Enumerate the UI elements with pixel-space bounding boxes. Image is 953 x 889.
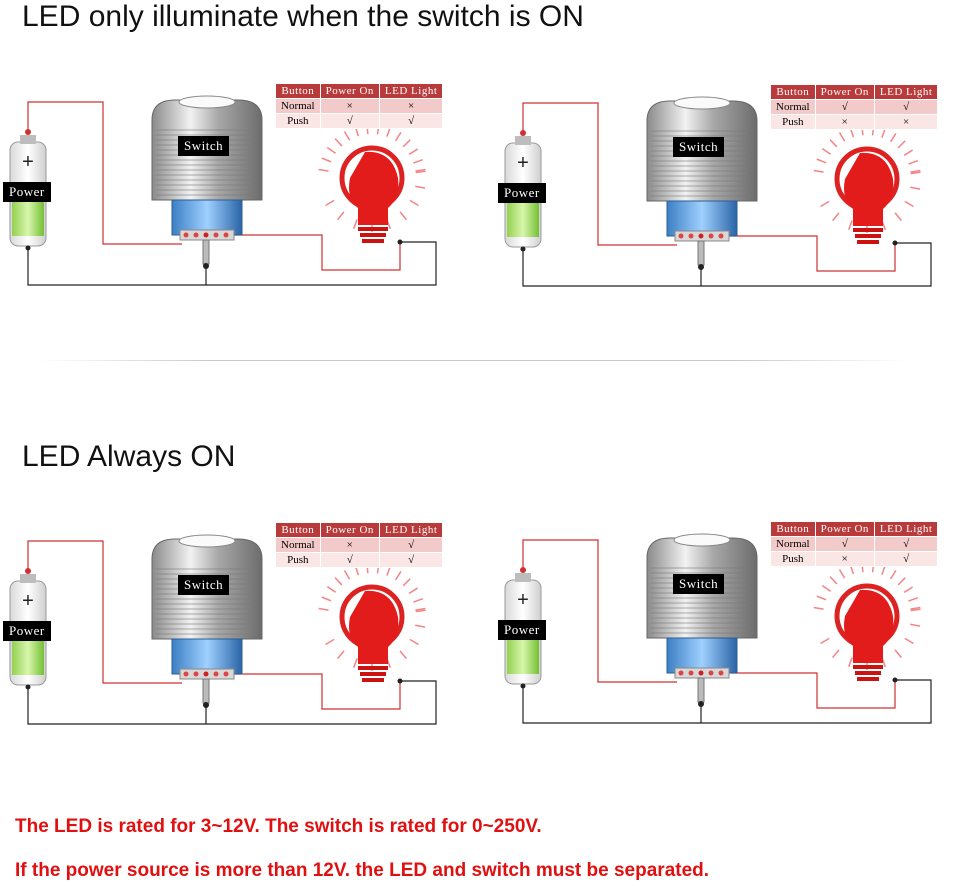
cell-normal-power: √ — [814, 99, 875, 115]
led-bulb-icon — [318, 563, 426, 684]
header-led-light: LED Light — [378, 522, 444, 538]
led-bulb-icon — [813, 125, 921, 246]
header-led-light: LED Light — [873, 521, 939, 537]
row-label-push: Push — [275, 552, 321, 568]
black-wire-return — [27, 241, 437, 286]
led-rating-note: The LED is rated for 3~12V. The switch i… — [15, 816, 542, 837]
truth-table: Button Power On LED Light Normal √ √ Pus… — [770, 84, 939, 130]
push-switch-icon — [151, 95, 263, 269]
row-label-push: Push — [275, 113, 321, 129]
svg-text:+: + — [517, 152, 529, 174]
row-label-normal: Normal — [275, 537, 321, 553]
truth-table-header-row: Button Power On LED Light — [770, 84, 939, 100]
truth-table-row-normal: Normal √ √ — [770, 536, 939, 552]
truth-table: Button Power On LED Light Normal × × Pus… — [275, 83, 444, 129]
push-switch-icon — [646, 96, 758, 270]
truth-table-header-row: Button Power On LED Light — [275, 83, 444, 99]
switch-label: Switch — [178, 136, 230, 156]
cell-normal-led: √ — [873, 536, 939, 552]
switch-label: Switch — [673, 574, 725, 594]
led-bulb-icon — [318, 124, 426, 245]
black-wire-return — [522, 242, 932, 287]
cell-normal-power: × — [319, 98, 380, 114]
power-label: Power — [3, 182, 51, 202]
truth-table-header-row: Button Power On LED Light — [770, 521, 939, 537]
row-label-normal: Normal — [770, 99, 816, 115]
power-label: Power — [498, 620, 546, 640]
truth-table: Button Power On LED Light Normal √ √ Pus… — [770, 521, 939, 567]
truth-table-header-row: Button Power On LED Light — [275, 522, 444, 538]
cell-push-power: √ — [319, 552, 380, 568]
row-label-normal: Normal — [770, 536, 816, 552]
separation-warning-note: If the power source is more than 12V. th… — [15, 860, 710, 881]
header-led-light: LED Light — [873, 84, 939, 100]
red-wire-switch-to-led — [727, 672, 896, 709]
truth-table-row-normal: Normal × √ — [275, 537, 444, 553]
row-label-push: Push — [770, 551, 816, 567]
wiring-panel-2: + Switc — [495, 81, 953, 311]
row-label-normal: Normal — [275, 98, 321, 114]
black-wire-return — [27, 680, 437, 725]
cell-push-led: √ — [873, 551, 939, 567]
header-button: Button — [770, 521, 816, 537]
cell-normal-led: × — [378, 98, 444, 114]
truth-table-row-normal: Normal √ √ — [770, 99, 939, 115]
push-switch-icon — [151, 534, 263, 708]
header-power-on: Power On — [319, 522, 380, 538]
cell-push-power: × — [814, 551, 875, 567]
red-wire-switch-to-led — [232, 673, 401, 710]
svg-text:+: + — [22, 151, 34, 173]
header-button: Button — [275, 83, 321, 99]
truth-table: Button Power On LED Light Normal × √ Pus… — [275, 522, 444, 568]
cell-push-power: √ — [319, 113, 380, 129]
svg-text:+: + — [517, 589, 529, 611]
header-button: Button — [770, 84, 816, 100]
header-power-on: Power On — [814, 84, 875, 100]
svg-text:+: + — [22, 590, 34, 612]
switch-label: Switch — [673, 137, 725, 157]
header-power-on: Power On — [319, 83, 380, 99]
black-wire-return — [522, 679, 932, 724]
red-wire-switch-to-led — [727, 235, 896, 272]
truth-table-row-push: Push √ √ — [275, 113, 444, 129]
cell-normal-power: × — [319, 537, 380, 553]
cell-push-led: √ — [378, 113, 444, 129]
row-label-push: Push — [770, 114, 816, 130]
wiring-diagram: + — [9, 95, 437, 286]
header-led-light: LED Light — [378, 83, 444, 99]
red-wire-battery-to-switch — [522, 102, 677, 246]
cell-normal-led: √ — [378, 537, 444, 553]
header-button: Button — [275, 522, 321, 538]
truth-table-row-push: Push × √ — [770, 551, 939, 567]
truth-table-row-push: Push × × — [770, 114, 939, 130]
red-wire-battery-to-switch — [522, 539, 677, 683]
cell-normal-led: √ — [873, 99, 939, 115]
power-label: Power — [3, 621, 51, 641]
switch-label: Switch — [178, 575, 230, 595]
header-power-on: Power On — [814, 521, 875, 537]
wiring-panel-1: + Switc — [0, 80, 460, 310]
red-wire-battery-to-switch — [27, 540, 182, 684]
heading-led-always-on: LED Always ON — [22, 440, 236, 473]
push-switch-icon — [646, 533, 758, 707]
truth-table-row-push: Push √ √ — [275, 552, 444, 568]
cell-push-led: × — [873, 114, 939, 130]
truth-table-row-normal: Normal × × — [275, 98, 444, 114]
cell-normal-power: √ — [814, 536, 875, 552]
power-label: Power — [498, 183, 546, 203]
cell-push-power: × — [814, 114, 875, 130]
led-bulb-icon — [813, 562, 921, 683]
wiring-panel-3: + Switc — [0, 519, 460, 749]
cell-push-led: √ — [378, 552, 444, 568]
wiring-panel-4: + Switc — [495, 518, 953, 748]
section-divider — [38, 360, 908, 361]
heading-led-on-when-switch-on: LED only illuminate when the switch is O… — [22, 0, 584, 33]
red-wire-battery-to-switch — [27, 101, 182, 245]
red-wire-switch-to-led — [232, 234, 401, 271]
